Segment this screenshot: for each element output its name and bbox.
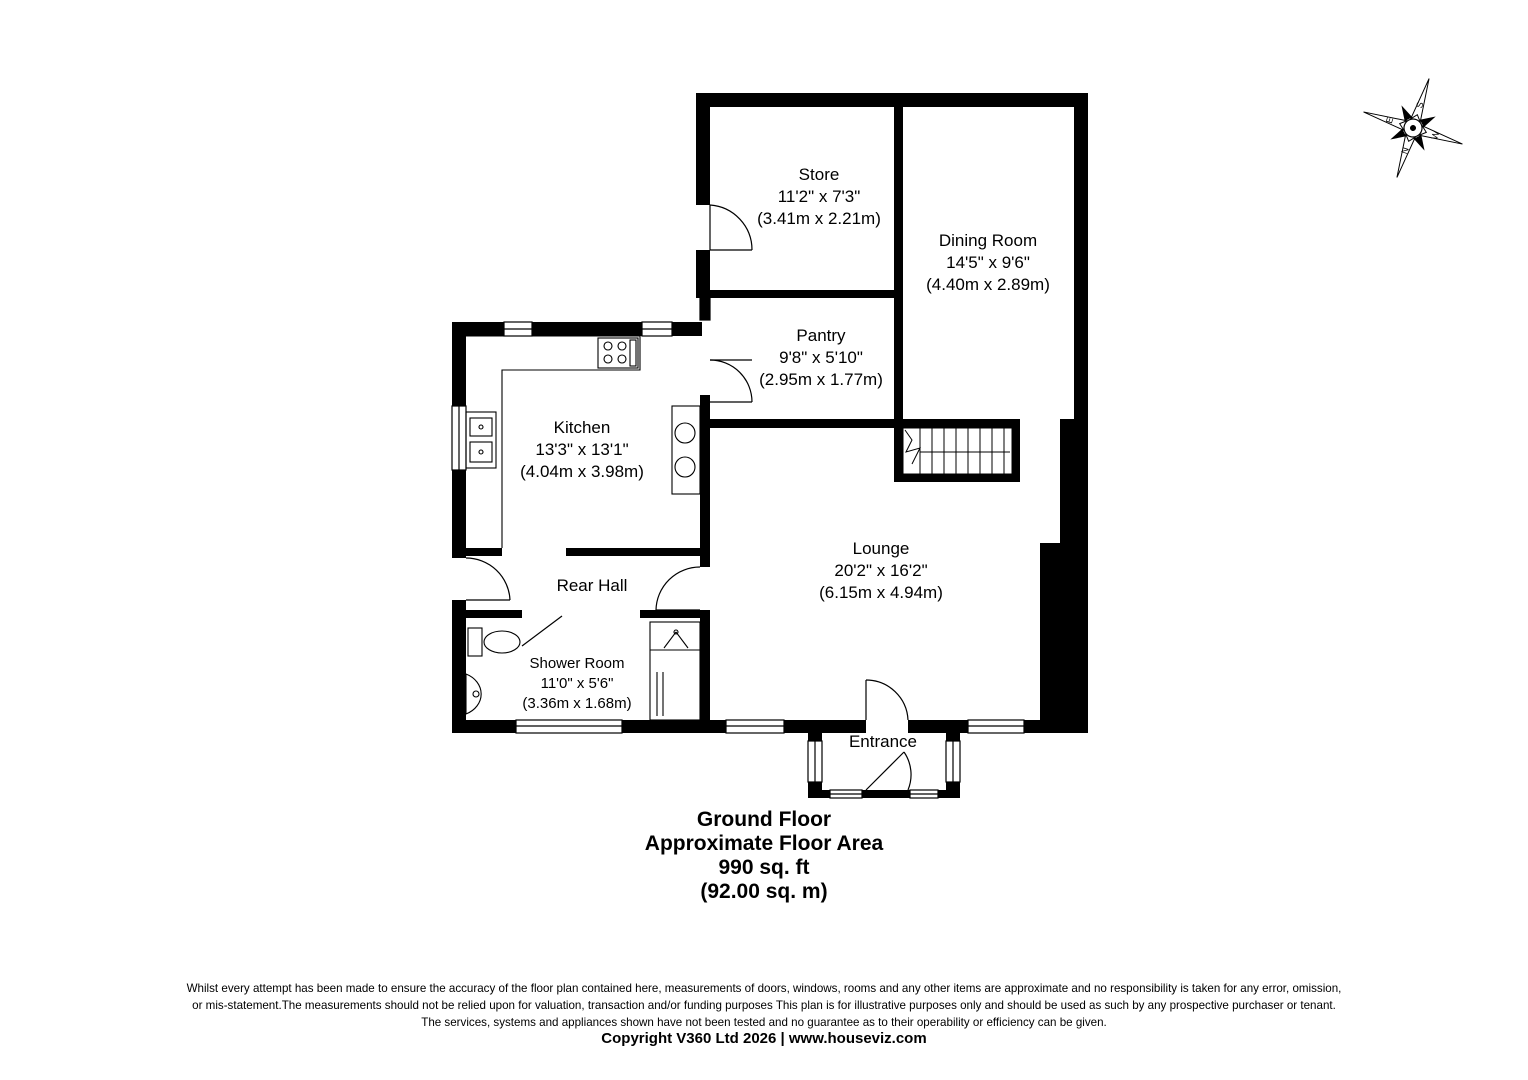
room-name: Dining Room [939, 231, 1037, 250]
room-dimensions-metric: (3.41m x 2.21m) [757, 209, 881, 228]
room-label-store: Store 11'2" x 7'3" (3.41m x 2.21m) [757, 165, 881, 228]
hob-icon [597, 337, 639, 369]
room-dimensions-metric: (3.36m x 1.68m) [522, 695, 631, 712]
room-dimensions-metric: (6.15m x 4.94m) [819, 583, 943, 602]
room-name: Lounge [853, 539, 910, 558]
room-dimensions-imperial: 11'2" x 7'3" [778, 187, 861, 206]
room-dimensions-imperial: 9'8" x 5'10" [779, 348, 863, 367]
compass-letter-e: E [1384, 116, 1395, 125]
room-dimensions-imperial: 14'5" x 9'6" [946, 253, 1030, 272]
room-label-dining: Dining Room 14'5" x 9'6" (4.40m x 2.89m) [926, 231, 1050, 294]
area-sqft: 990 sq. ft [718, 856, 810, 879]
bathroom-fixtures [465, 621, 701, 721]
disclaimer-line-1: Whilst every attempt has been made to en… [186, 982, 1342, 995]
room-label-shower: Shower Room 11'0" x 5'6" (3.36m x 1.68m) [522, 655, 631, 712]
toilet-icon [467, 627, 483, 657]
staircase [902, 427, 1013, 475]
range-cooker-icon [671, 405, 701, 495]
room-name: Pantry [796, 326, 846, 345]
disclaimer: Whilst every attempt has been made to en… [40, 980, 1488, 1031]
shower-tray-icon [649, 621, 701, 721]
room-name: Rear Hall [557, 576, 628, 595]
room-label-entrance: Entrance [849, 732, 917, 751]
room-name: Kitchen [554, 418, 611, 437]
compass-rose-icon: E N W S [1363, 78, 1463, 178]
room-dimensions-metric: (2.95m x 1.77m) [759, 370, 883, 389]
room-name: Entrance [849, 732, 917, 751]
room-label-lounge: Lounge 20'2" x 16'2" (6.15m x 4.94m) [819, 539, 943, 602]
room-dimensions-imperial: 20'2" x 16'2" [834, 561, 927, 580]
floor-area-summary: Ground Floor Approximate Floor Area 990 … [514, 808, 1014, 904]
room-name: Store [799, 165, 840, 184]
area-sqm: (92.00 sq. m) [700, 880, 828, 903]
room-label-pantry: Pantry 9'8" x 5'10" (2.95m x 1.77m) [759, 326, 883, 389]
room-name: Shower Room [529, 655, 624, 672]
walls [452, 93, 1088, 798]
area-label: Approximate Floor Area [644, 832, 884, 855]
room-dimensions-imperial: 13'3" x 13'1" [535, 440, 628, 459]
compass-letter-s: S [1414, 101, 1425, 110]
compass-letter-n: N [1399, 146, 1411, 155]
copyright: Copyright V360 Ltd 2026 | www.houseviz.c… [601, 1030, 927, 1047]
doors [465, 204, 912, 791]
room-label-rear-hall: Rear Hall [557, 576, 628, 595]
sink-icon [465, 411, 497, 469]
windows [451, 297, 1025, 799]
room-dimensions-metric: (4.40m x 2.89m) [926, 275, 1050, 294]
floor-name: Ground Floor [696, 808, 832, 831]
disclaimer-line-2: or mis-statement.The measurements should… [192, 999, 1336, 1012]
disclaimer-line-3: The services, systems and appliances sho… [421, 1016, 1107, 1029]
kitchen-fixtures [465, 335, 701, 548]
compass-letter-w: W [1429, 129, 1441, 141]
basin-icon [465, 673, 482, 715]
room-dimensions-metric: (4.04m x 3.98m) [520, 462, 644, 481]
room-label-kitchen: Kitchen 13'3" x 13'1" (4.04m x 3.98m) [520, 418, 644, 481]
room-dimensions-imperial: 11'0" x 5'6" [541, 675, 614, 692]
